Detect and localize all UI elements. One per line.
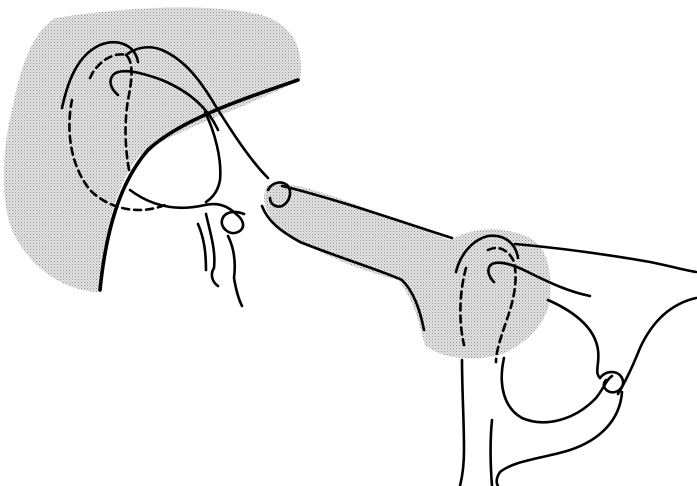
left-strand-lower: [198, 224, 206, 270]
left-loop-connector: [205, 112, 220, 202]
left-knot-descender: [206, 214, 218, 286]
right-bottom-sweep: [497, 392, 622, 486]
right-curve-to-knot: [548, 300, 600, 378]
right-far-loop: [618, 298, 696, 394]
shaded-disk-left: [4, 7, 301, 292]
left-knot-descender-2: [228, 236, 242, 306]
right-descender-2: [491, 420, 493, 486]
right-lower-loop: [502, 358, 612, 422]
right-descender: [460, 360, 464, 486]
shaded-tube-right: [264, 184, 550, 358]
left-bottom-curve: [130, 190, 244, 233]
